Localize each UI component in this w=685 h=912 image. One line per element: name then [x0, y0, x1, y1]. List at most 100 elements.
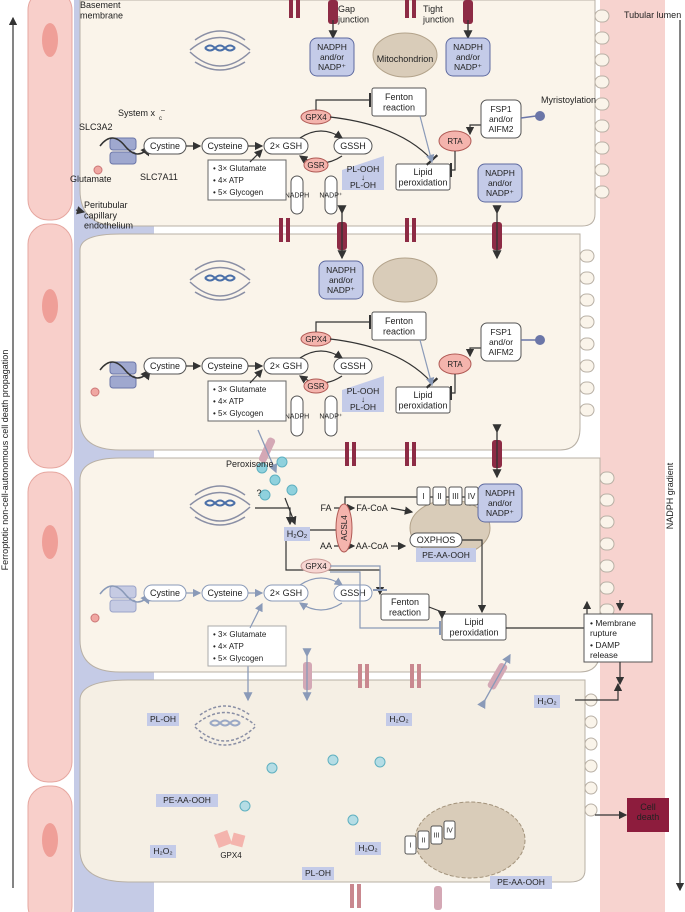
- requirement-item: • 3× Glutamate: [213, 630, 267, 639]
- gpx4: GPX4: [305, 335, 327, 344]
- nadph-nadp-box: [477, 163, 523, 203]
- complex-II-box: [417, 830, 430, 850]
- cystine: Cystine: [150, 141, 180, 151]
- pl-ooh-bg: [342, 156, 384, 190]
- gpx4-fragment: [230, 832, 246, 848]
- slc7a11-label: SLC7A11: [140, 172, 178, 182]
- pe-aa-ooh-bg: [490, 876, 552, 889]
- complex-III: III: [434, 832, 440, 839]
- gpx4-inhibit-lipid: [329, 116, 439, 166]
- pl-oh: PL-OH: [305, 868, 331, 878]
- pe-aa-ooh-bg: [416, 548, 476, 562]
- peritubular-pointer: [75, 206, 86, 215]
- aa-coa: AA-CoA: [356, 541, 389, 551]
- pl-oh-bg: [147, 713, 179, 726]
- gsr: GSR: [307, 161, 325, 170]
- gsh-box: [263, 584, 309, 602]
- complex-IV-box: [464, 486, 479, 506]
- h2o2-bg: [534, 695, 560, 708]
- h2o2: H₂O₂: [358, 843, 377, 853]
- myristoylation-label: Myristoylation: [541, 95, 596, 105]
- gssh: GSSH: [340, 361, 366, 371]
- nadph-vertical-box: [290, 175, 304, 215]
- oxphos: OXPHOS: [417, 535, 456, 545]
- nadph-nadp-box: [445, 37, 491, 77]
- system-xc-sub: c: [159, 116, 162, 122]
- endothelium: [27, 0, 73, 912]
- gpx4-inhibit-fenton: [315, 92, 372, 110]
- pl-oh-bg: [302, 867, 334, 880]
- outcome-item: release: [590, 650, 618, 660]
- cysteine: Cysteine: [207, 141, 242, 151]
- acsl4-shape: [335, 503, 353, 553]
- cell4-to-outcomes: [575, 682, 623, 701]
- fenton-to-lipid: [419, 339, 435, 387]
- peroxisome-to-h2o2: [284, 497, 297, 526]
- arrow: [249, 369, 263, 384]
- peroxisome-label: Peroxisome: [226, 459, 274, 469]
- complex-III-box: [448, 486, 463, 506]
- gpx4-fragment: [214, 830, 232, 848]
- myristoyl-line: [520, 115, 537, 119]
- pl-ooh-arrow: ↓: [361, 395, 365, 404]
- complex-IV-box: [443, 820, 456, 840]
- pl-ooh-arrow: ↓: [361, 173, 365, 182]
- peroxisome-dots: [239, 456, 386, 826]
- gsh-box: [263, 137, 309, 155]
- gssh-gsh-arrow: [299, 602, 343, 611]
- propagation-axis-label: Ferroptotic non-cell-autonomous cell dea…: [0, 350, 10, 571]
- complex-II-box: [432, 486, 447, 506]
- system-xc-transporters: [90, 137, 151, 623]
- gpx4-inhibit-fenton: [330, 565, 388, 592]
- h2o2: H₂O₂: [287, 529, 308, 539]
- gssh-box: [333, 584, 373, 602]
- complex-III-box: [430, 825, 443, 845]
- gsh: 2× GSH: [270, 141, 302, 151]
- gssh: GSSH: [340, 588, 366, 598]
- arrow: [249, 602, 263, 629]
- gsh: 2× GSH: [270, 361, 302, 371]
- rta-inhibit: [449, 151, 456, 178]
- acsl4: ACSL4: [340, 515, 349, 541]
- question-mark: ?: [256, 488, 261, 498]
- tubular-lumen-label: Tubular lumen: [624, 10, 681, 20]
- pe-aa-ooh-bg: [156, 794, 218, 807]
- requirement-item: • 4× ATP: [213, 176, 244, 185]
- requirement-item: • 4× ATP: [213, 642, 244, 651]
- fa-coa: FA-CoA: [356, 503, 388, 513]
- complex-IV: IV: [468, 492, 476, 501]
- nadph-vertical: NADPH: [285, 192, 310, 199]
- requirement-item: • 3× Glutamate: [213, 385, 267, 394]
- requirement-item: • 4× ATP: [213, 397, 244, 406]
- complex-I-box: [416, 486, 431, 506]
- tubular-lumen-region: [600, 0, 665, 912]
- mitochondrion-label: Mitochondrion: [377, 54, 434, 64]
- aa: AA: [320, 541, 332, 551]
- fsp1-box: [480, 99, 522, 139]
- slc3a2-label: SLC3A2: [79, 122, 113, 132]
- requirement-item: • 5× Glycogen: [213, 654, 263, 663]
- gsr-shape: [303, 157, 329, 173]
- arrow: [390, 506, 414, 515]
- nadph-vertical-box: [290, 395, 304, 437]
- fenton-to-lipid: [419, 115, 435, 164]
- gpx4-inhibit-lipid: [330, 571, 442, 636]
- gpx4-inhibit-lipid: [329, 338, 439, 389]
- requirements-box: [207, 380, 287, 422]
- nadp-vertical: NADP⁺: [319, 413, 342, 420]
- arrow: [249, 149, 263, 163]
- gpx4: GPX4: [305, 113, 327, 122]
